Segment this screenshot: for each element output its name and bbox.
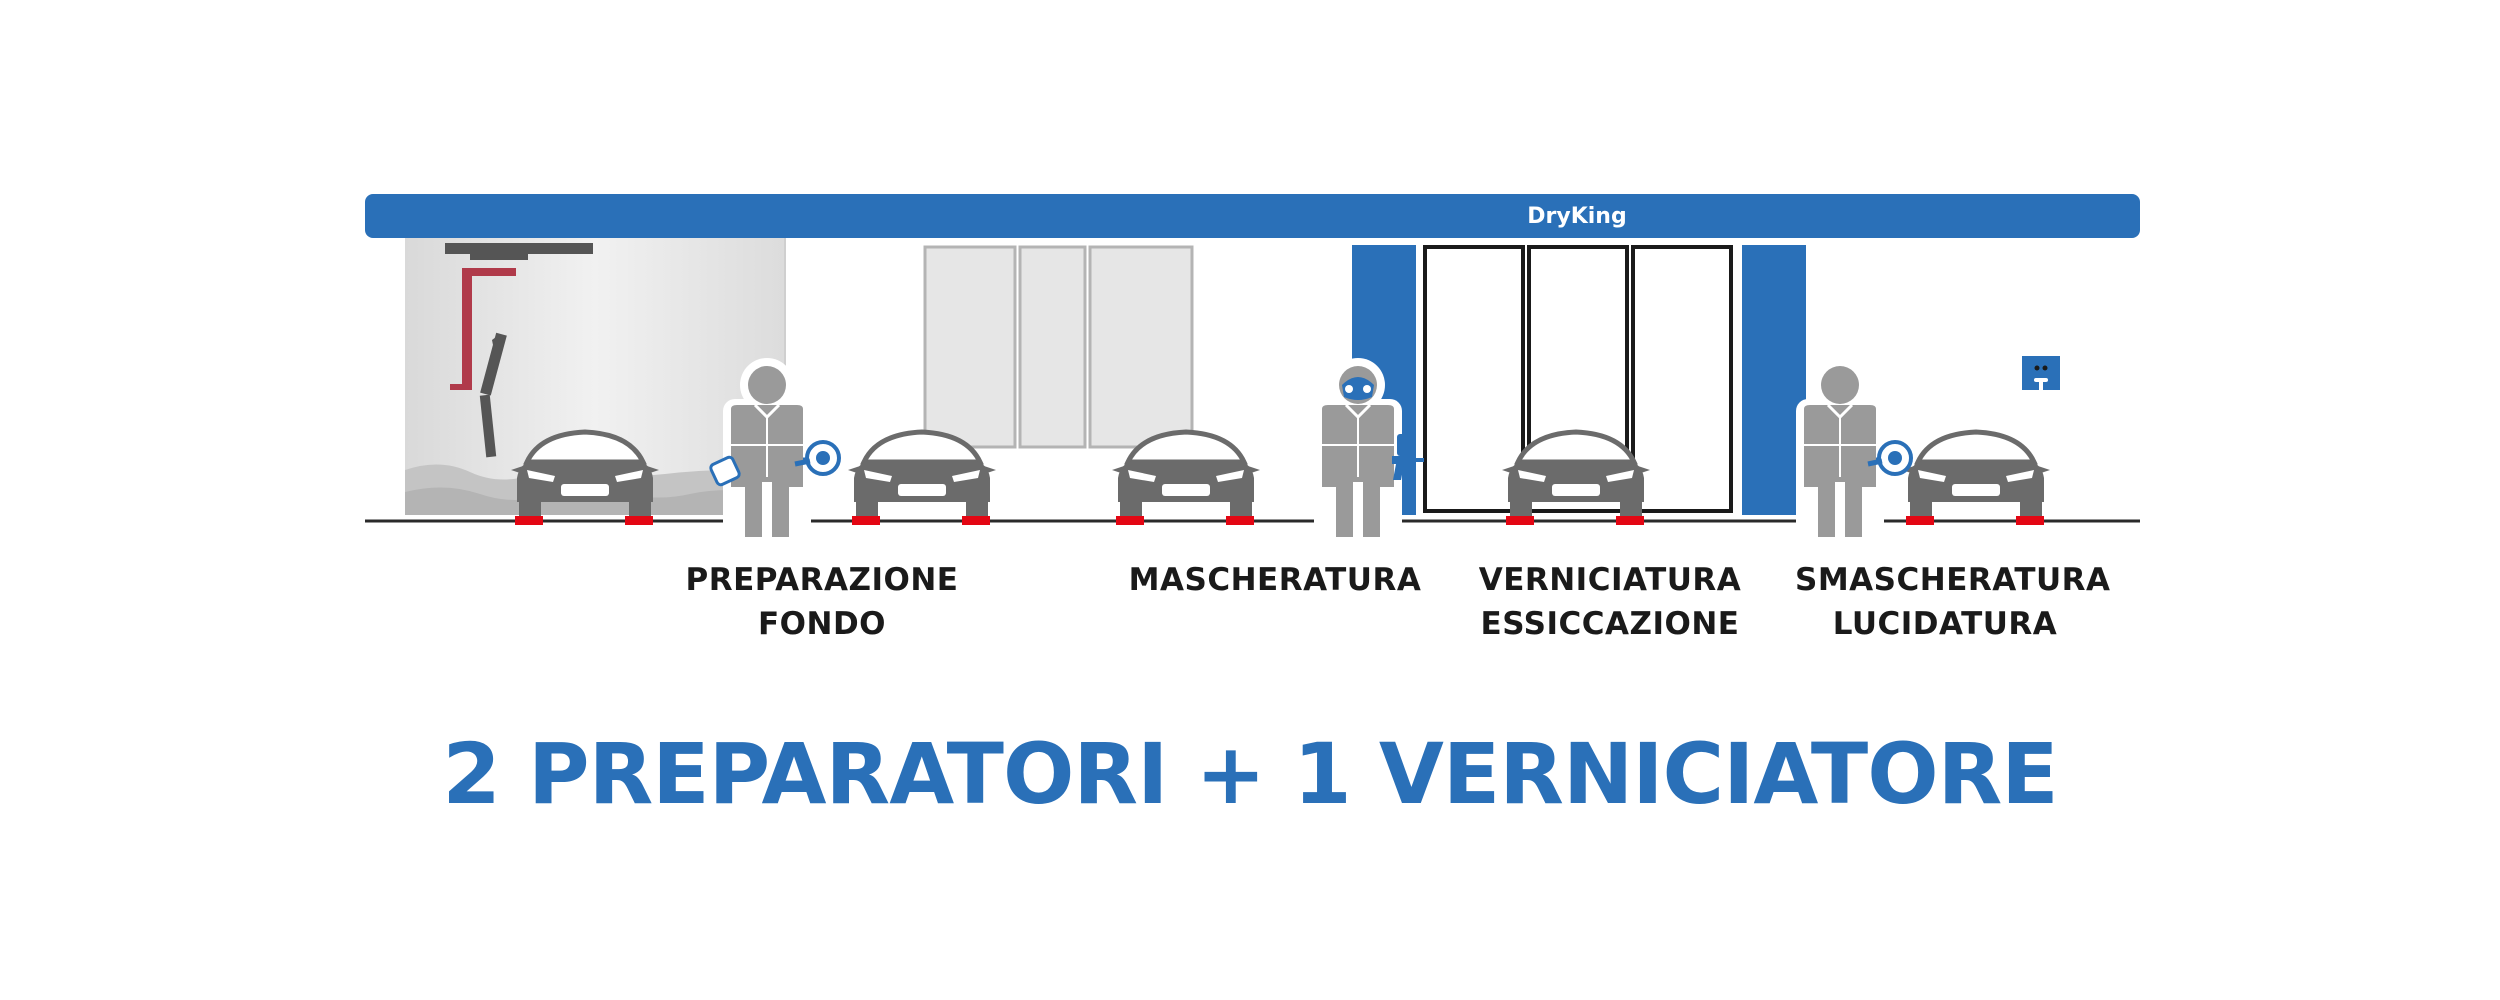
station-label-line: VERNICIATURA: [1478, 562, 1742, 598]
glass-doors: [923, 245, 1194, 449]
station-label-unmask: SMASCHERATURA LUCIDATURA: [1795, 558, 2111, 646]
station-label-line: PREPARAZIONE: [685, 562, 959, 598]
station-label-line: LUCIDATURA: [1832, 606, 2058, 642]
sander-icon: [794, 440, 841, 476]
station-label-line: MASCHERATURA: [1128, 562, 1422, 598]
station-label-prep: PREPARAZIONE FONDO: [682, 558, 962, 646]
station-label-line: FONDO: [757, 606, 887, 642]
polisher-icon: [1867, 440, 1913, 476]
station-label-mask: MASCHERATURA: [1125, 558, 1425, 602]
top-beam: [365, 194, 2140, 238]
wall-socket-icon: [2022, 356, 2060, 399]
station-label-line: ESSICCAZIONE: [1480, 606, 1740, 642]
car-icon: [1902, 432, 2050, 516]
sanding-block-icon: [709, 455, 741, 487]
worker-icon: [1796, 358, 1888, 543]
extractor-arm-icon: [445, 243, 593, 458]
station-label-line: SMASCHERATURA: [1795, 562, 2111, 598]
brand-logo: DryKing: [1527, 204, 1626, 229]
headline: 2 PREPARATORI + 1 VERNICIATORE: [442, 725, 2058, 823]
worker-icon: [1314, 358, 1402, 543]
worker-icon: [723, 358, 815, 543]
spray-gun-icon: [1392, 434, 1424, 480]
station-label-paint: VERNICIATURA ESSICCAZIONE: [1470, 558, 1750, 646]
